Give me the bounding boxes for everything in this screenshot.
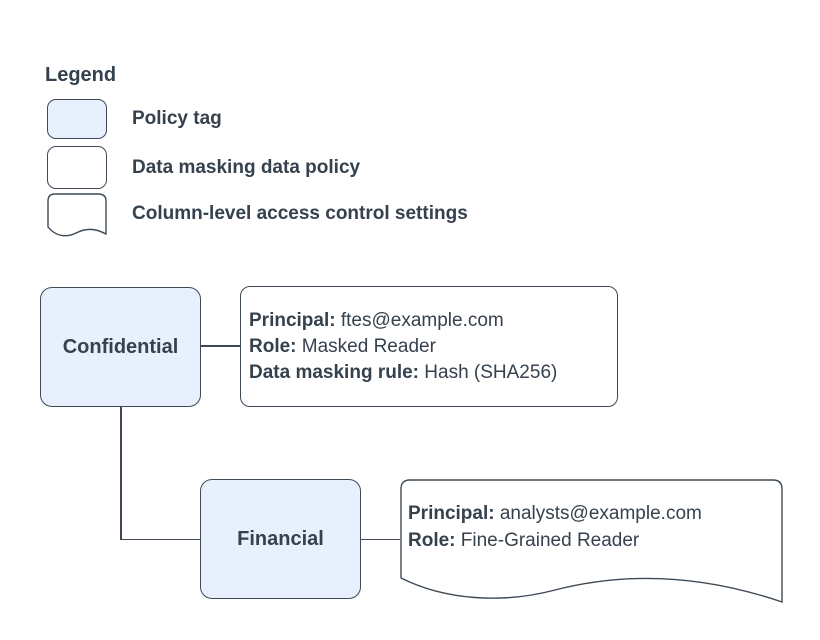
connector-confidential-to-masking-policy xyxy=(201,345,240,347)
legend-data-masking-policy-shape xyxy=(47,146,107,189)
legend-data-masking-policy-label: Data masking data policy xyxy=(132,156,361,178)
node-confidential: Confidential xyxy=(40,287,201,407)
node-financial-label: Financial xyxy=(237,527,324,550)
connector-confidential-to-financial-vertical xyxy=(120,407,122,539)
masking-policy-principal: Principal: ftes@example.com xyxy=(249,309,504,331)
legend-policy-tag-shape xyxy=(47,99,107,139)
node-masking-policy: Principal: ftes@example.com Role: Masked… xyxy=(240,286,618,407)
masking-policy-rule: Data masking rule: Hash (SHA256) xyxy=(249,361,558,383)
access-settings-role: Role: Fine-Grained Reader xyxy=(408,530,640,551)
legend-policy-tag-label: Policy tag xyxy=(132,108,222,129)
legend-title: Legend xyxy=(45,64,117,86)
connector-financial-to-access-settings xyxy=(361,538,400,540)
legend-document-label: Column-level access control settings xyxy=(132,203,468,224)
node-financial: Financial xyxy=(200,479,361,599)
access-settings-text: Principal: analysts@example.com Role: Fi… xyxy=(408,500,702,554)
masking-policy-role: Role: Masked Reader xyxy=(249,335,436,357)
node-confidential-label: Confidential xyxy=(62,335,179,358)
node-access-settings: Principal: analysts@example.com Role: Fi… xyxy=(400,479,783,609)
connector-confidential-to-financial-horizontal xyxy=(120,538,201,540)
legend-document-shape xyxy=(47,193,107,239)
access-settings-principal: Principal: analysts@example.com xyxy=(408,503,702,524)
